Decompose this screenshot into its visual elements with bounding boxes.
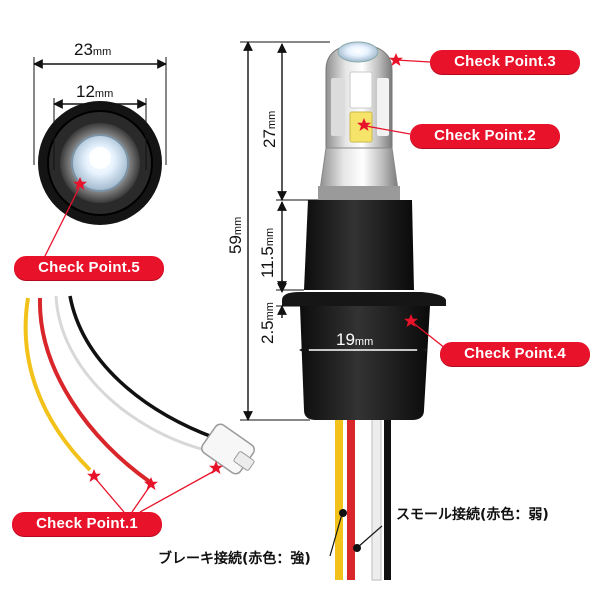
dim-12-unit: mm xyxy=(94,88,114,100)
dim-27-unit: mm xyxy=(266,110,278,130)
cp3-leader-line xyxy=(395,59,431,63)
cp5-leader-line xyxy=(43,187,80,259)
dim-19-value: 19 xyxy=(336,330,355,349)
dim-59-unit: mm xyxy=(232,216,244,236)
wire-yellow xyxy=(23,297,92,472)
led-heatsink xyxy=(319,147,399,191)
dim-59-label: 59mm xyxy=(226,217,246,254)
dim-12-label: 12mm xyxy=(76,82,113,102)
dim-19-label: 19mm xyxy=(336,330,373,350)
dim-59-value: 59 xyxy=(226,235,245,254)
cp1-leader-1 xyxy=(94,477,125,513)
dim-27-label: 27mm xyxy=(260,111,280,148)
dim-23-unit: mm xyxy=(92,46,112,58)
led-chip-left xyxy=(331,78,345,136)
socket-wire-yellow xyxy=(335,412,343,580)
socket-base xyxy=(300,306,430,420)
led-chip-right xyxy=(377,78,389,136)
socket-wire-red xyxy=(347,412,355,580)
cp1-leader-3 xyxy=(139,469,217,513)
bulb-face-view xyxy=(38,101,162,225)
wire-red xyxy=(37,297,152,484)
wire-dot-icon xyxy=(339,509,347,517)
star-markers xyxy=(73,53,418,490)
main-bulb xyxy=(282,41,446,581)
led-base-collar xyxy=(318,186,400,200)
loose-wires xyxy=(23,295,255,484)
wire-white xyxy=(54,295,206,452)
dim-2-5-value: 2.5 xyxy=(258,320,277,344)
socket-flange xyxy=(282,292,446,306)
check-point-4-badge: Check Point.4 xyxy=(440,342,590,366)
dim-11-5-label: 11.5mm xyxy=(258,228,278,278)
bulb-lens-glow xyxy=(89,147,111,169)
star-marker-icon xyxy=(404,314,418,327)
star-marker-icon xyxy=(389,53,403,66)
led-tip-lens xyxy=(337,41,379,63)
brake-conn-leader xyxy=(329,513,343,557)
cp1-leader-2 xyxy=(131,485,151,513)
small-conn-leader xyxy=(357,525,383,548)
dim-23-label: 23mm xyxy=(74,40,111,60)
wire-white-outline xyxy=(53,295,206,453)
dim-11-5-unit: mm xyxy=(264,227,276,247)
dim-11-5-value: 11.5 xyxy=(258,246,277,278)
star-marker-icon xyxy=(73,177,87,190)
check-point-3-badge: Check Point.3 xyxy=(430,50,580,74)
check-point-1-badge: Check Point.1 xyxy=(12,512,162,536)
wedge-connector-tip xyxy=(233,451,255,471)
cp2-leader-line xyxy=(365,125,411,135)
star-marker-icon xyxy=(144,477,158,490)
socket-wire-black xyxy=(384,412,391,580)
star-marker-icon xyxy=(357,118,371,131)
brake-connection-label: ブレーキ接続(赤色：強) xyxy=(158,551,311,567)
dim-2-5-label: 2.5mm xyxy=(258,302,278,344)
dim-23-value: 23 xyxy=(74,40,93,59)
dim-12-value: 12 xyxy=(76,82,95,101)
dim-2-5-unit: mm xyxy=(264,302,276,321)
star-marker-icon xyxy=(87,469,101,482)
wire-black xyxy=(68,295,216,440)
small-connection-label: スモール接続(赤色：弱) xyxy=(396,507,549,523)
check-point-2-badge: Check Point.2 xyxy=(410,124,560,148)
star-marker-icon xyxy=(209,461,223,474)
check-point-5-badge: Check Point.5 xyxy=(14,256,164,280)
led-chip-upper xyxy=(349,71,373,109)
socket-neck xyxy=(304,200,414,290)
dim-27-value: 27 xyxy=(260,129,279,148)
socket-wire-white xyxy=(371,411,382,581)
wire-dot-icon xyxy=(353,544,361,552)
dim-19-unit: mm xyxy=(354,336,374,348)
